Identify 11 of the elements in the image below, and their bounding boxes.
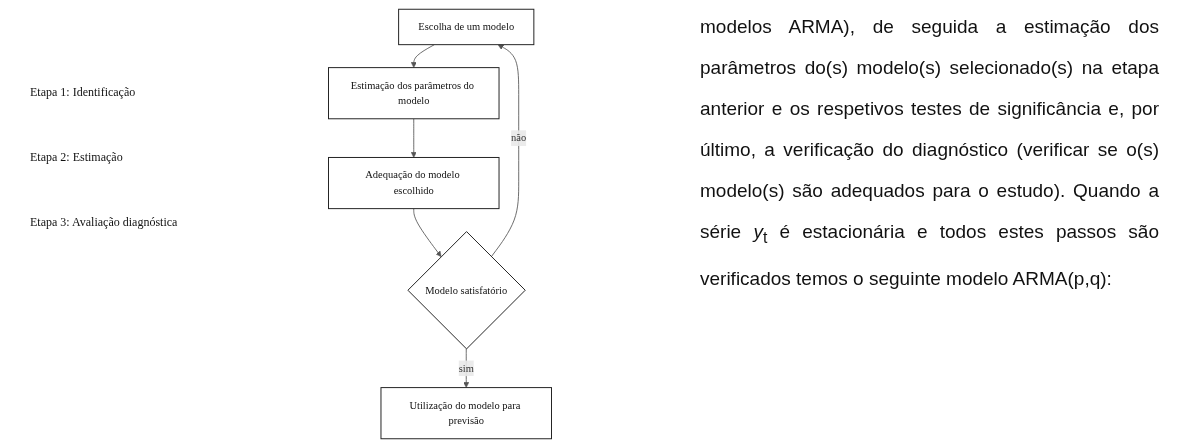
stage-label: Etapa 1: Identificação	[30, 85, 136, 100]
node-box: Utilização do modelo para previsão	[380, 386, 552, 439]
node-box: Escolha de um modelo	[398, 8, 535, 45]
node-box: Estimação dos parâmetros do modelo	[328, 66, 500, 119]
body-paragraph: modelos ARMA), de seguida a estimação dos parâmetros do(s) modelo(s) selecionado(s) na etapa anterior e os respetivos testes de significância e, por último, a verificação do diagnóstico (verificar se o(s) modelo(s) são adequados para o estudo). Quando a série y$_{t}$ é estacionária e todos estes passos são verificados temos o seguinte modelo ARMA(p,q):	[700, 15, 1159, 291]
edge-label: não	[511, 131, 527, 143]
stage-label: Etapa 2: Estimação	[30, 150, 123, 165]
node-diamond: Modelo satisfatório	[407, 230, 526, 349]
edge-label: sim	[458, 361, 474, 373]
stage-label: Etapa 3: Avaliação diagnóstica	[30, 215, 178, 230]
node-box: Adequação do modelo escolhido	[328, 156, 500, 209]
